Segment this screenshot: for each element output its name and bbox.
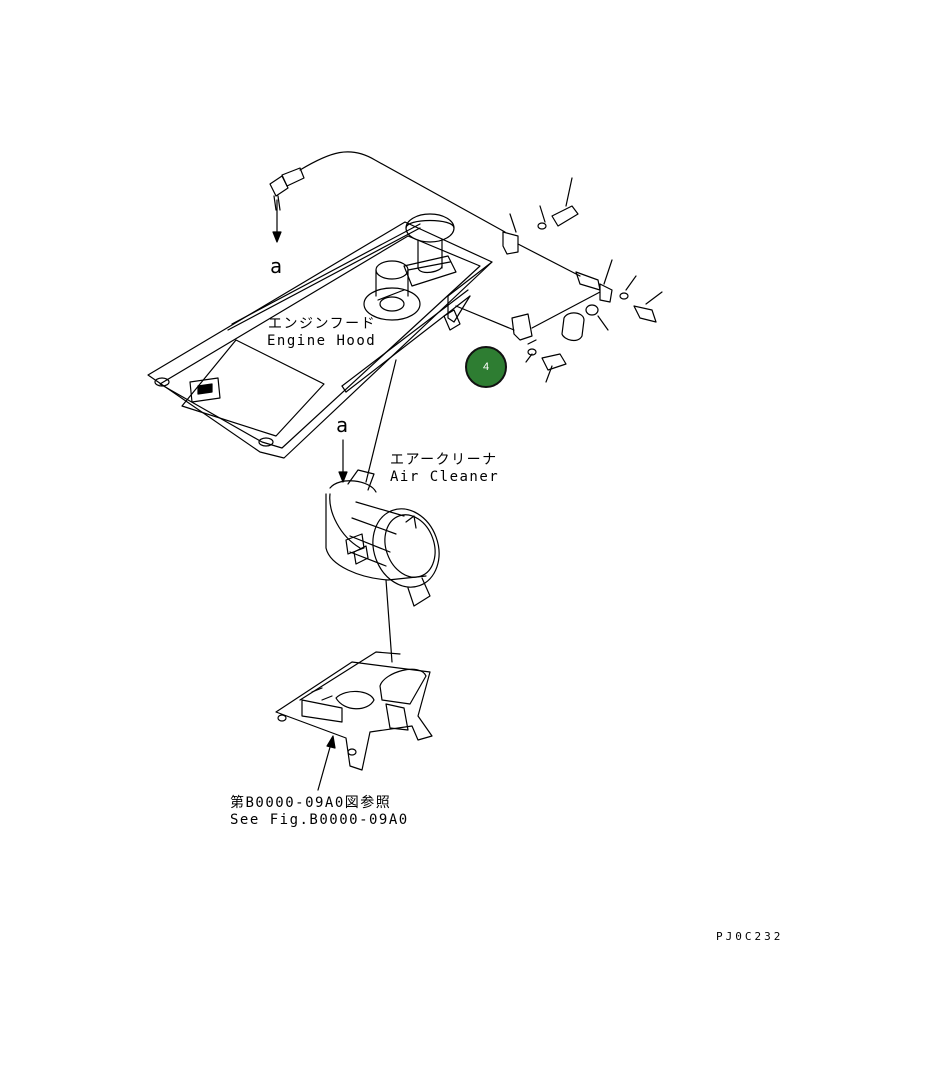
intake-tube: [363, 260, 421, 321]
see-fig-label-jp: 第B0000-09A0図参照: [230, 795, 392, 811]
breather-hose: [269, 151, 506, 233]
arrow-a-mid-label: a: [336, 413, 349, 437]
leader-line: [365, 359, 397, 483]
arrow-a-mid: [338, 439, 348, 483]
arrow-a-top: [272, 199, 282, 243]
air-cleaner-label-jp: エアークリーナ: [390, 452, 498, 468]
mount-line: [385, 579, 393, 663]
part-callout-4[interactable]: 4: [465, 346, 507, 388]
engine-hood-panel: [147, 221, 493, 459]
engine-hood-label-jp: エンジンフード: [268, 316, 377, 332]
air-cleaner-body: [325, 469, 440, 607]
see-fig-label-en: See Fig.B0000-09A0: [230, 812, 409, 828]
air-cleaner-label-en: Air Cleaner: [390, 469, 500, 485]
precleaner-cap: [403, 213, 457, 287]
bracket-hardware: [455, 177, 663, 383]
arrow-a-top-label: a: [270, 254, 283, 278]
drawing-code: PJ0C232: [716, 930, 784, 943]
mounting-bracket: [275, 651, 433, 771]
reference-arrow: [317, 735, 336, 791]
engine-hood-label-en: Engine Hood: [267, 333, 377, 349]
